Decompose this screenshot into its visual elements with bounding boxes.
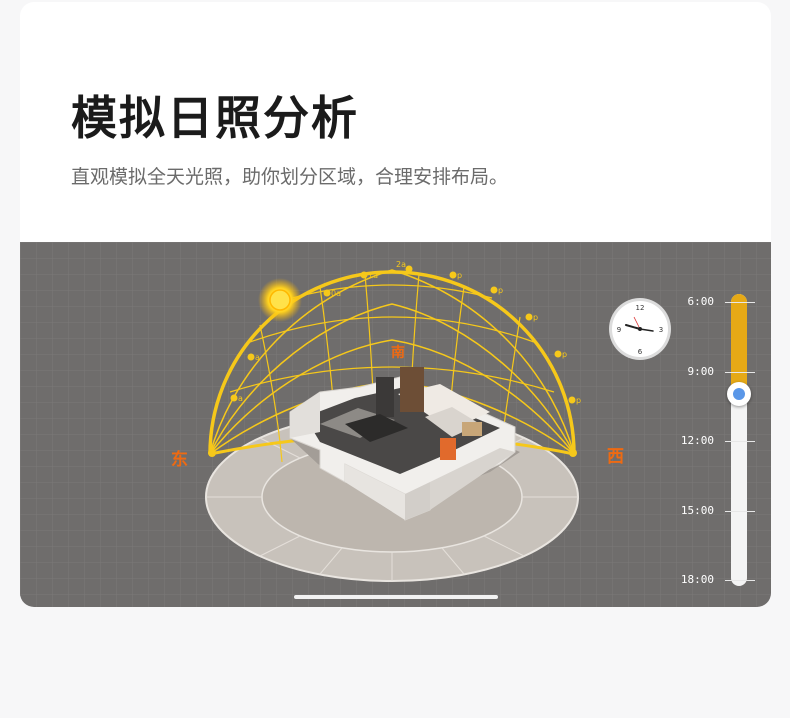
time-slider-fill	[731, 294, 747, 394]
compass-south-label: 南	[391, 345, 405, 361]
clock-number-6: 6	[638, 348, 643, 356]
compass-east-label: 东	[171, 450, 188, 470]
time-tick-label: 6:00	[687, 295, 715, 308]
time-slider-track[interactable]	[731, 294, 747, 586]
sun-time-label: p	[498, 286, 503, 295]
time-tick-mark	[725, 441, 755, 442]
house-3d-model	[289, 367, 520, 521]
time-tick-mark	[725, 511, 755, 512]
page-subtitle: 直观模拟全天光照，助你划分区域，合理安排布局。	[71, 166, 509, 188]
time-tick-mark	[725, 580, 755, 581]
sun-time-label: 1a	[368, 271, 378, 280]
time-slider[interactable]: 6:00 9:00 12:00 15:00 18:00	[670, 288, 765, 593]
clock-number-12: 12	[636, 304, 645, 312]
sun-time-label: p	[562, 350, 567, 359]
sun-path-dome	[208, 269, 576, 463]
sun-time-label: p	[576, 396, 581, 405]
clock-number-3: 3	[659, 326, 663, 334]
analog-clock-icon: 12 3 6 9	[609, 298, 671, 360]
sun-time-label: 2a	[396, 260, 406, 269]
time-slider-handle-dot	[733, 387, 745, 400]
sun-icon[interactable]	[258, 278, 302, 322]
sun-time-label: p	[457, 271, 462, 280]
time-tick-label: 12:00	[680, 434, 714, 447]
page-title: 模拟日照分析	[71, 91, 359, 145]
time-tick-label: 18:00	[680, 573, 714, 586]
time-tick-label: 9:00	[687, 365, 715, 378]
sun-time-label: a	[255, 353, 260, 362]
clock-number-9: 9	[617, 326, 621, 334]
time-slider-handle[interactable]	[727, 381, 751, 406]
sun-time-label: p	[533, 313, 538, 322]
time-tick-mark	[725, 302, 755, 303]
sun-time-label: a	[238, 394, 243, 403]
compass-west-label: 西	[607, 447, 624, 467]
sunlight-3d-viewport[interactable]: a a 0a 1a 2a p p p p p	[20, 242, 771, 607]
sun-path-markers: a a 0a 1a 2a p p p p p	[208, 260, 581, 457]
feature-card: 模拟日照分析 直观模拟全天光照，助你划分区域，合理安排布局。	[20, 2, 771, 607]
time-tick-mark	[725, 372, 755, 373]
home-indicator-bar[interactable]	[294, 595, 498, 599]
sun-time-label: 0a	[331, 289, 341, 298]
time-tick-label: 15:00	[680, 504, 714, 517]
